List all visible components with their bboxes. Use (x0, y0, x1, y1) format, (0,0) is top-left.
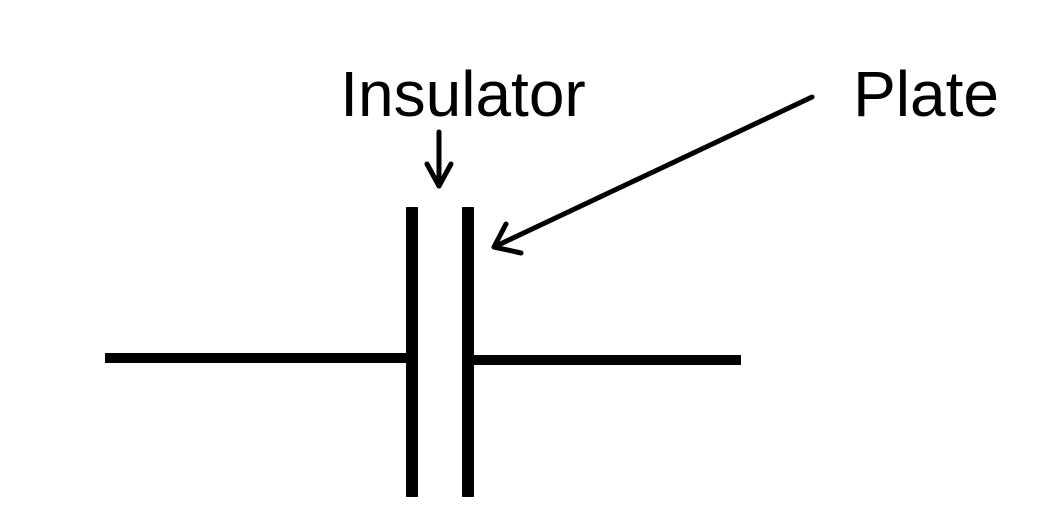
plate-arrow (491, 94, 815, 256)
capacitor-symbol (105, 207, 741, 497)
insulator-arrow (424, 129, 454, 189)
plate-arrow-head (491, 221, 524, 256)
plate-arrow-shaft (491, 94, 815, 250)
insulator-arrow-head (424, 161, 454, 189)
plate-label: Plate (853, 58, 999, 130)
insulator-label: Insulator (340, 58, 585, 130)
